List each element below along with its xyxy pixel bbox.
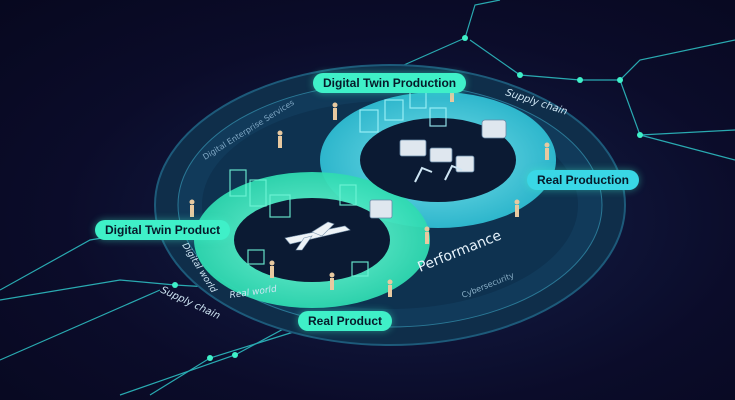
real-product-label: Real Product [298, 311, 393, 331]
airplane-icon [284, 221, 351, 251]
digital-product-hologram [229, 169, 369, 277]
robot-arm-icon [414, 164, 463, 183]
real-production-machines [369, 119, 507, 219]
digital-twin-product-label: Digital Twin Product [95, 220, 231, 240]
worker-figure-icon [189, 84, 550, 297]
digital-production-hologram [359, 89, 447, 133]
real-production-label: Real Production [527, 170, 640, 190]
digital-twin-production-label: Digital Twin Production [313, 73, 467, 93]
